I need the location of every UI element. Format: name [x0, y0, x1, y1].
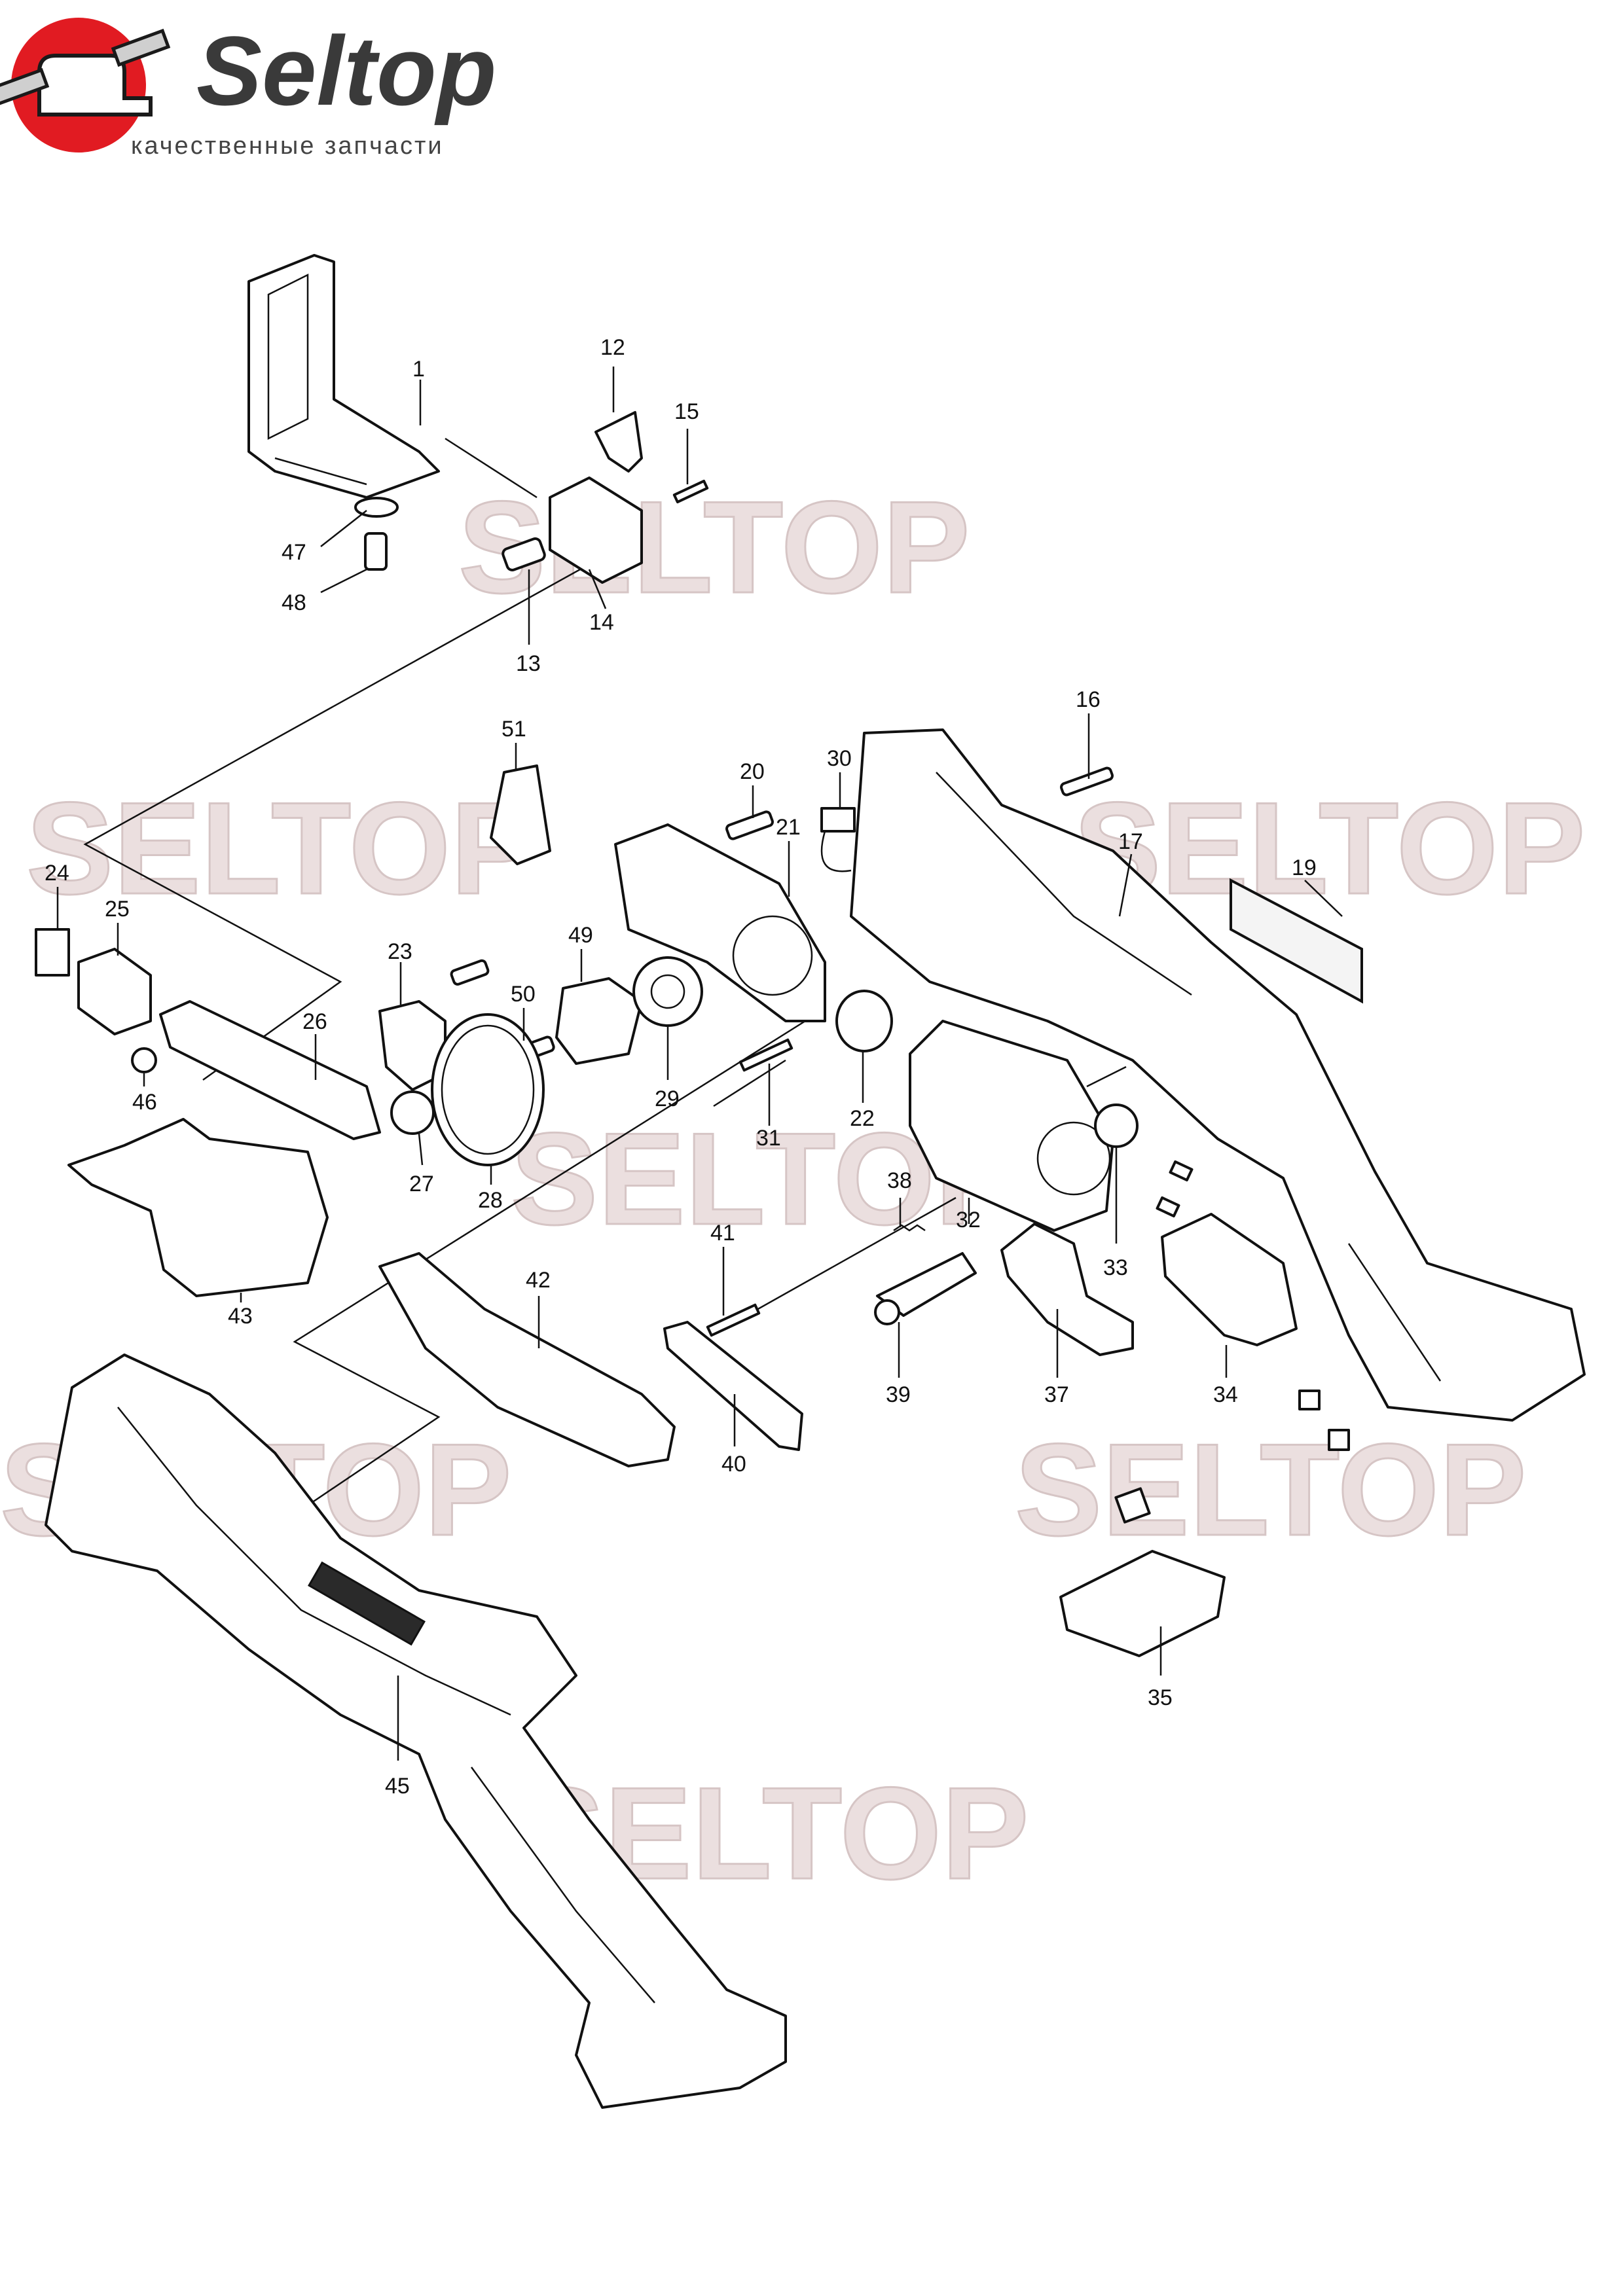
- brand-logo: Seltop качественные запчасти: [0, 11, 496, 160]
- part-pin: [672, 479, 709, 504]
- callout-37: 37: [1044, 1382, 1069, 1407]
- watermark: SELTOP: [26, 776, 538, 922]
- part-pin: [739, 1038, 793, 1072]
- callout-19: 19: [1292, 855, 1317, 880]
- callout-47: 47: [282, 540, 306, 565]
- part-motor: [909, 1020, 1114, 1232]
- part-holder: [549, 476, 643, 584]
- part-terminal: [1169, 1160, 1194, 1182]
- callout-45: 45: [385, 1774, 410, 1799]
- callout-21: 21: [776, 815, 801, 840]
- callout-40: 40: [721, 1452, 746, 1477]
- part-gasket: [555, 977, 643, 1065]
- part-terminal: [1298, 1390, 1321, 1410]
- callout-43: 43: [228, 1304, 253, 1329]
- fist-wrench-icon: [37, 54, 153, 117]
- part-connecting-rod: [159, 1000, 381, 1140]
- part-screw: [364, 532, 388, 571]
- part-field-housing: [67, 1118, 329, 1297]
- part-bearing: [632, 956, 703, 1027]
- part-brush-holder: [77, 948, 152, 1035]
- callout-29: 29: [655, 1086, 680, 1111]
- callout-leaders: [56, 367, 1343, 1761]
- callout-20: 20: [740, 759, 765, 784]
- callout-46: 46: [132, 1090, 157, 1115]
- callout-23: 23: [388, 939, 412, 964]
- brand-plate-icon: [308, 1561, 426, 1646]
- part-ring: [490, 764, 551, 865]
- callout-38: 38: [887, 1168, 912, 1193]
- wrench-head-icon: [111, 28, 171, 67]
- parts: [35, 254, 1586, 2109]
- part-terminal: [1328, 1429, 1350, 1451]
- part-terminal: [1114, 1487, 1151, 1524]
- callout-32: 32: [956, 1208, 981, 1232]
- callout-27: 27: [409, 1172, 434, 1196]
- part-link-plate: [378, 1252, 676, 1467]
- assembly-lines: [83, 437, 1127, 1507]
- part-pin: [706, 1303, 761, 1337]
- callout-30: 30: [827, 746, 852, 771]
- callout-16: 16: [1076, 687, 1101, 712]
- callout-34: 34: [1213, 1382, 1238, 1407]
- part-bearing: [1094, 1103, 1139, 1148]
- callout-33: 33: [1103, 1255, 1128, 1280]
- callout-28: 28: [478, 1188, 503, 1213]
- callout-24: 24: [45, 861, 69, 886]
- callout-26: 26: [302, 1009, 327, 1034]
- callout-31: 31: [756, 1126, 781, 1151]
- part-clip: [594, 411, 643, 473]
- part-o-ring: [131, 1047, 157, 1073]
- callout-15: 15: [674, 399, 699, 424]
- callout-51: 51: [501, 717, 526, 742]
- callout-39: 39: [886, 1382, 911, 1407]
- part-screw: [1060, 766, 1114, 797]
- part-switch: [1161, 1213, 1298, 1346]
- part-o-ring: [835, 990, 893, 1052]
- part-bushing: [390, 1090, 435, 1135]
- part-label-plate: [1230, 878, 1363, 1004]
- part-screw: [725, 810, 774, 840]
- part-spring: [893, 1224, 926, 1232]
- part-gear-housing: [614, 823, 826, 1022]
- callout-42: 42: [526, 1268, 551, 1293]
- callout-35: 35: [1148, 1685, 1173, 1710]
- callout-labels: 1 12 15 47 48 13 14 16 20 30 51 21 17 19…: [45, 335, 1317, 1799]
- part-gear: [431, 1013, 545, 1166]
- part-housing-set: [45, 1354, 787, 2109]
- callout-17: 17: [1118, 829, 1143, 854]
- callout-22: 22: [850, 1106, 875, 1131]
- callout-50: 50: [511, 982, 536, 1007]
- part-battery-terminal: [1059, 1550, 1226, 1657]
- part-guide-shoe: [247, 254, 440, 499]
- callout-25: 25: [105, 897, 130, 922]
- part-lever: [663, 1321, 803, 1451]
- part-screw: [450, 959, 490, 986]
- part-switch-lead: [820, 807, 856, 833]
- callout-41: 41: [710, 1221, 735, 1246]
- part-bolt: [501, 537, 546, 571]
- callout-14: 14: [589, 610, 614, 635]
- callout-49: 49: [568, 923, 593, 948]
- brand-name: Seltop: [196, 16, 496, 126]
- callout-1: 1: [412, 357, 425, 382]
- brand-tagline: качественные запчасти: [131, 132, 444, 160]
- watermark: SELTOP: [1015, 1417, 1527, 1563]
- part-terminal: [1156, 1196, 1180, 1218]
- callout-12: 12: [600, 335, 625, 360]
- callout-13: 13: [516, 651, 541, 676]
- part-trigger: [1000, 1223, 1134, 1356]
- wrench-handle-icon: [0, 67, 50, 107]
- callout-48: 48: [282, 590, 306, 615]
- part-brush-clip: [35, 928, 70, 977]
